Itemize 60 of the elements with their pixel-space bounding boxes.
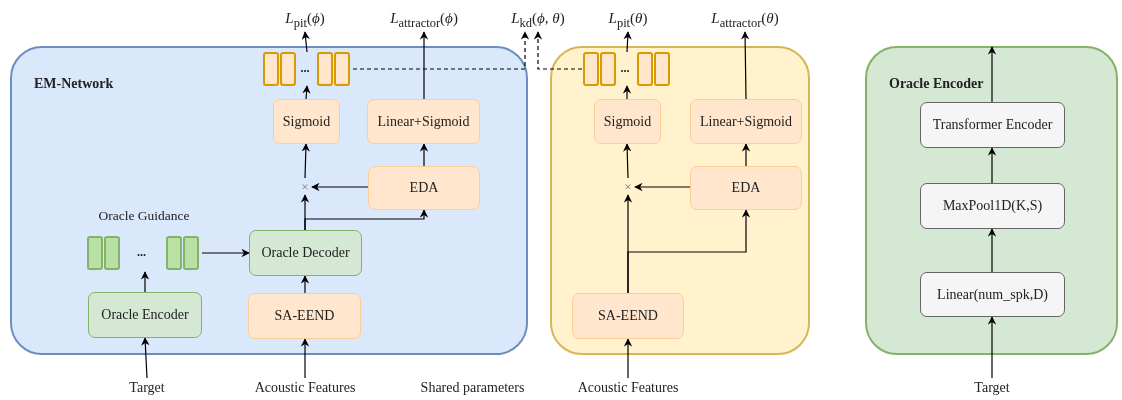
arrow — [141, 337, 150, 379]
process-box: Oracle Encoder — [88, 292, 202, 338]
loss-label: L$_{pit}$(ϕ) — [265, 4, 345, 32]
arrow — [300, 275, 310, 294]
dashed-arrow — [533, 31, 583, 70]
arrow — [987, 46, 997, 103]
process-box: Oracle Decoder — [249, 230, 362, 276]
process-box: SA-EEND — [572, 293, 684, 339]
arrow — [300, 338, 310, 379]
panel-background — [550, 46, 810, 355]
ellipsis: ... — [620, 63, 630, 73]
process-box: SA-EEND — [248, 293, 361, 339]
arrow — [634, 182, 691, 192]
loss-label: L$_{attractor}$(ϕ) — [369, 4, 479, 32]
arrow — [627, 209, 751, 294]
note-label: Shared parameters — [419, 379, 526, 397]
arrow — [623, 143, 632, 179]
ellipsis: ... — [300, 63, 310, 73]
arrow — [987, 316, 997, 379]
arrow — [741, 143, 751, 167]
input-label: Target — [962, 378, 1022, 398]
process-box: Linear(num_spk,D) — [920, 272, 1065, 317]
process-box: Linear+Sigmoid — [367, 99, 480, 144]
process-box: EDA — [368, 166, 480, 210]
dashed-arrow — [352, 31, 530, 70]
process-box: EDA — [690, 166, 802, 210]
loss-label: L$_{kd}$(ϕ, θ) — [498, 4, 578, 32]
process-box: Sigmoid — [594, 99, 661, 144]
group-heading: Oracle Guidance — [97, 208, 191, 224]
process-box: MaxPool1D(K,S) — [920, 183, 1065, 229]
arrow — [419, 31, 429, 100]
arrow — [301, 143, 310, 179]
arrow — [201, 248, 250, 258]
panel-background — [865, 46, 1118, 355]
arrow — [304, 209, 429, 231]
multiply-sign: × — [621, 178, 635, 195]
arrow — [311, 182, 369, 192]
arrow — [302, 85, 311, 100]
panel-title: Oracle Encoder — [889, 76, 984, 92]
arrow — [301, 31, 310, 53]
arrow — [623, 31, 632, 53]
input-label: Target — [117, 378, 177, 398]
process-box: Sigmoid — [273, 99, 340, 144]
loss-label: L$_{pit}$(θ) — [588, 4, 668, 32]
process-box: Transformer Encoder — [920, 102, 1065, 148]
input-label: Acoustic Features — [563, 378, 693, 398]
arrow — [419, 143, 429, 167]
multiply-sign: × — [298, 178, 312, 195]
arrow — [623, 338, 633, 379]
arrow — [622, 85, 632, 100]
input-label: Acoustic Features — [240, 378, 370, 398]
panel-background — [10, 46, 528, 355]
loss-label: L$_{attractor}$(θ) — [690, 4, 800, 32]
arrow — [140, 271, 150, 293]
panel-title: EM-Network — [34, 76, 114, 92]
arrow — [740, 31, 750, 100]
arrow — [987, 228, 997, 273]
ellipsis: ... — [137, 247, 146, 257]
arrow — [987, 147, 997, 184]
process-box: Linear+Sigmoid — [690, 99, 802, 144]
